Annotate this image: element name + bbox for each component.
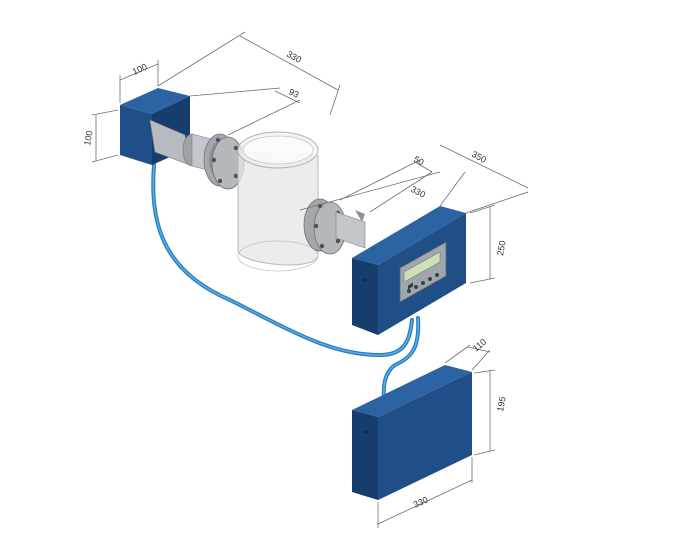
dim-main-box-height: 250	[495, 240, 507, 257]
dim-left-box-width: 100	[131, 62, 149, 77]
dim-main-length: 330	[409, 184, 427, 200]
dim-left-box-height: 100	[82, 130, 94, 147]
power-supply-box	[352, 365, 472, 500]
cables	[151, 163, 421, 400]
left-shaft	[149, 119, 245, 190]
dim-sensor-offset: 93	[287, 87, 300, 100]
dim-main-box-width: 350	[470, 149, 488, 165]
right-flange	[303, 198, 366, 255]
lcd-display-icon	[399, 241, 447, 303]
keypad-buttons	[407, 273, 439, 293]
dim-bottom-box-width: 330	[412, 495, 430, 510]
dim-flange-offset: 50	[412, 154, 426, 168]
dim-bottom-box-height: 195	[495, 396, 507, 413]
transparent-pipe	[237, 131, 319, 272]
dimension-lines	[91, 31, 529, 528]
